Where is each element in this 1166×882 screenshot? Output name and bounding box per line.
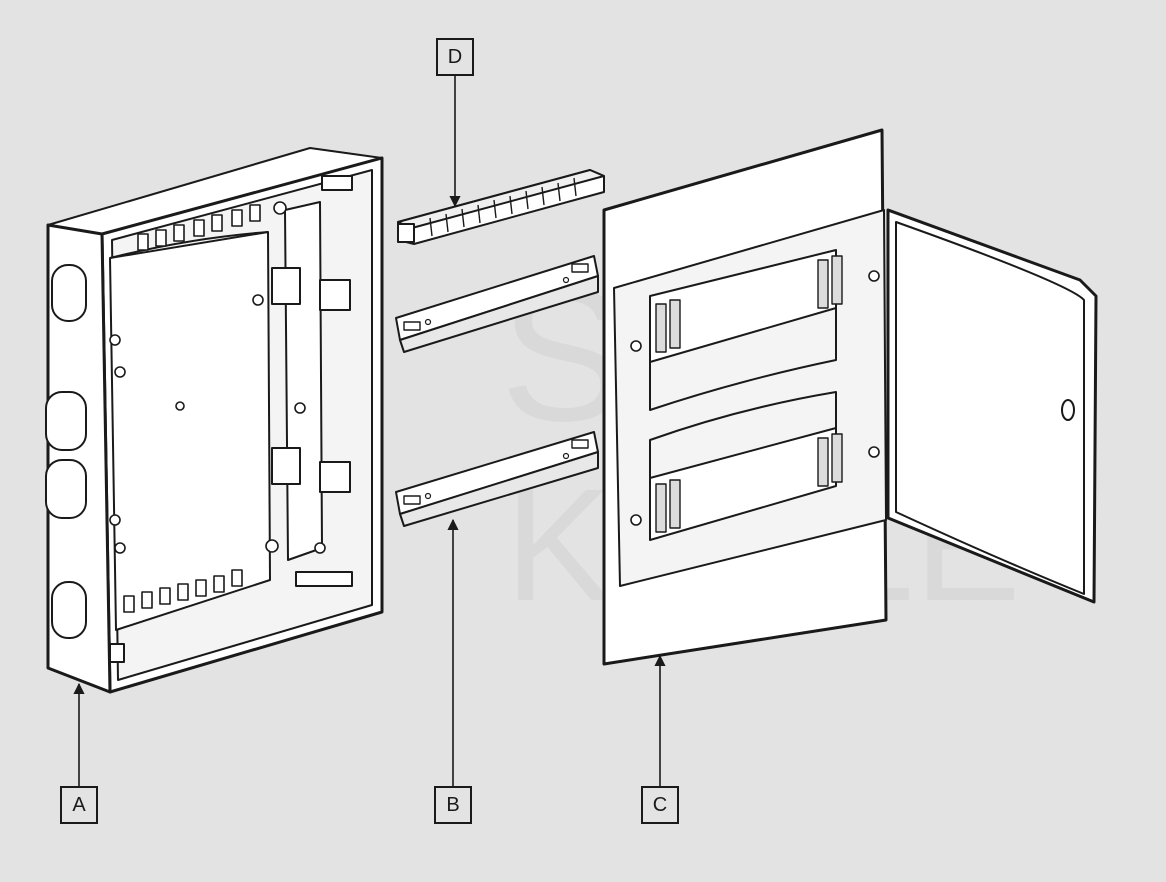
window-markers: [655, 255, 843, 533]
label-c: C: [641, 786, 679, 824]
mounting-pins: [109, 201, 326, 554]
bottom-slots: [123, 569, 243, 613]
label-d: D: [436, 38, 474, 76]
cover-screws: [630, 270, 880, 526]
din-rail-lower: [395, 431, 599, 527]
terminal-bar-d: [397, 169, 605, 245]
label-b: B: [434, 786, 472, 824]
leader-lines: [73, 76, 666, 786]
din-rail-upper: [395, 255, 599, 353]
front-cover-c: [602, 128, 1098, 666]
mounting-box-a: [45, 147, 384, 694]
top-slots: [137, 204, 261, 251]
label-a: A: [60, 786, 98, 824]
side-knockouts: [45, 264, 87, 639]
